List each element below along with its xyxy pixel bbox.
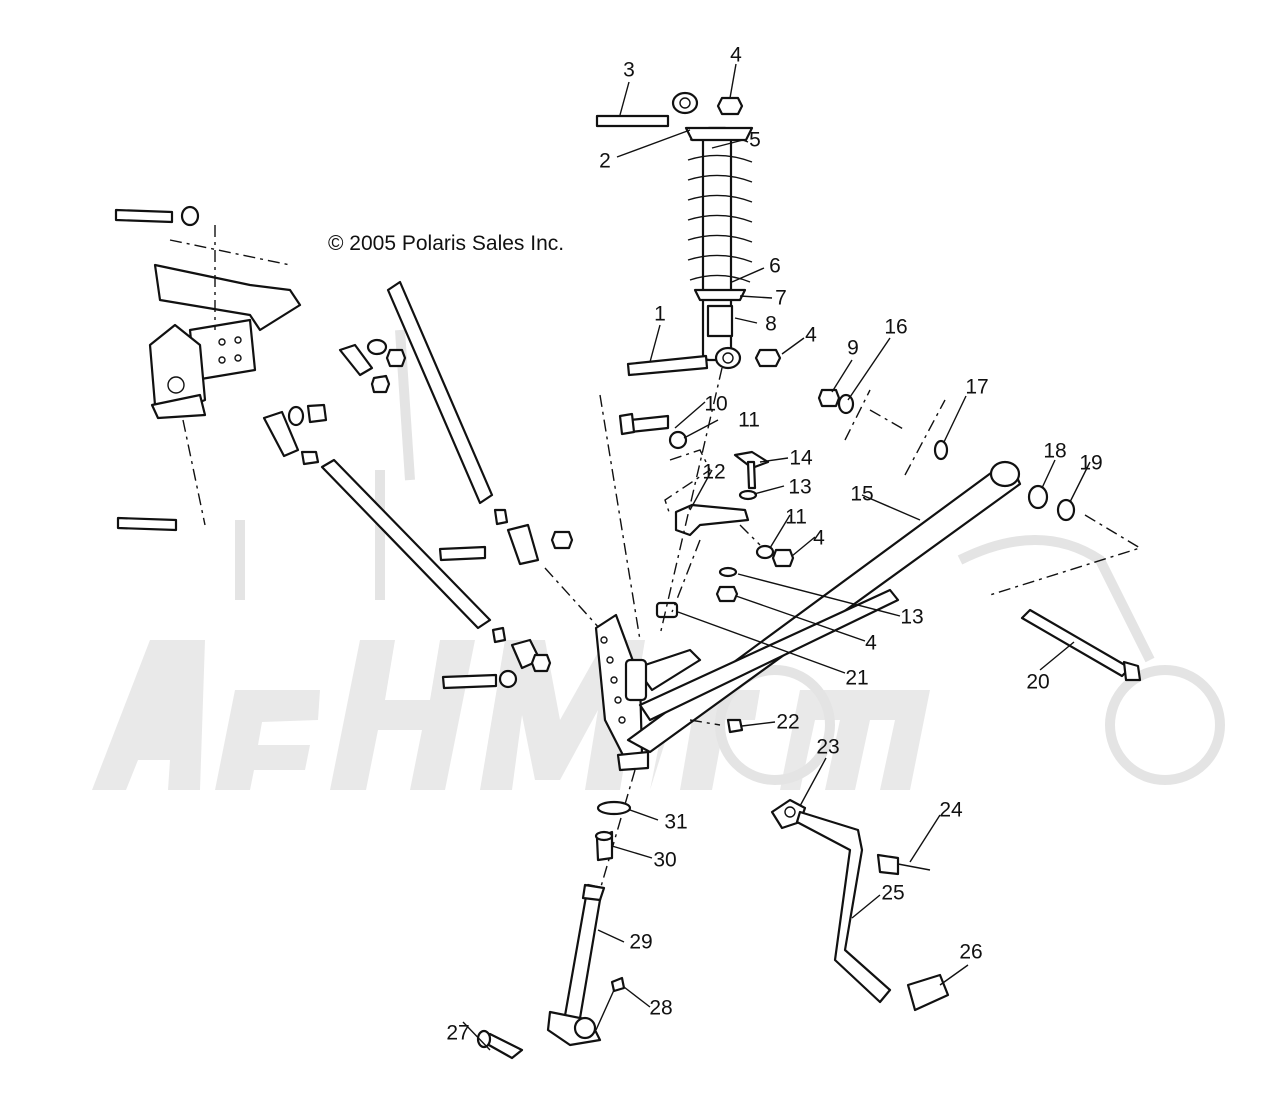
callout-label: 22 — [776, 710, 800, 734]
callout-label: 15 — [850, 482, 874, 506]
callout-label: 12 — [702, 460, 726, 484]
leader-lines — [462, 63, 1091, 1051]
callout-label: 11 — [738, 408, 760, 432]
radius-rods — [262, 280, 611, 690]
watermark-graphic — [92, 329, 1225, 790]
callout-label: 31 — [664, 810, 688, 834]
callout-label: 27 — [446, 1021, 470, 1045]
shock-absorber — [595, 91, 782, 377]
callout-label: 10 — [704, 392, 728, 416]
callout-label: 16 — [884, 315, 908, 339]
callout-label: 29 — [629, 930, 653, 954]
callout-label: 6 — [769, 254, 781, 278]
callout-label: 24 — [939, 798, 963, 822]
callout-label: 28 — [649, 996, 673, 1020]
callout-label: 14 — [789, 446, 813, 470]
callout-label: 5 — [749, 128, 761, 152]
bracket-hardware — [599, 367, 1142, 734]
callout-label: 3 — [623, 58, 635, 82]
callout-label: 21 — [845, 666, 869, 690]
steering-post — [476, 769, 636, 1060]
callout-label: 13 — [900, 605, 924, 629]
callout-label: 9 — [847, 336, 859, 360]
brake-pedal — [770, 798, 950, 1012]
callout-label: 2 — [599, 149, 611, 173]
callout-label: 4 — [730, 43, 742, 67]
callout-label: 11 — [785, 505, 807, 529]
callout-label: 4 — [805, 323, 817, 347]
callout-label: 17 — [965, 375, 989, 399]
callout-label: 19 — [1079, 451, 1103, 475]
callout-label: 8 — [765, 312, 777, 336]
callout-label: 7 — [775, 286, 787, 310]
callout-label: 30 — [653, 848, 677, 872]
frame-bracket — [114, 205, 302, 532]
callout-label: 18 — [1043, 439, 1067, 463]
callout-label: 13 — [788, 475, 812, 499]
callout-label: 1 — [654, 302, 666, 326]
callout-label: 4 — [813, 526, 825, 550]
callout-label: 26 — [959, 940, 983, 964]
callout-label: 4 — [865, 631, 877, 655]
spindle-and-a-arm — [594, 460, 1022, 772]
callout-label: 23 — [816, 735, 840, 759]
callout-label: 25 — [881, 881, 905, 905]
copyright-notice: © 2005 Polaris Sales Inc. — [328, 232, 565, 255]
callout-label: 20 — [1026, 670, 1050, 694]
